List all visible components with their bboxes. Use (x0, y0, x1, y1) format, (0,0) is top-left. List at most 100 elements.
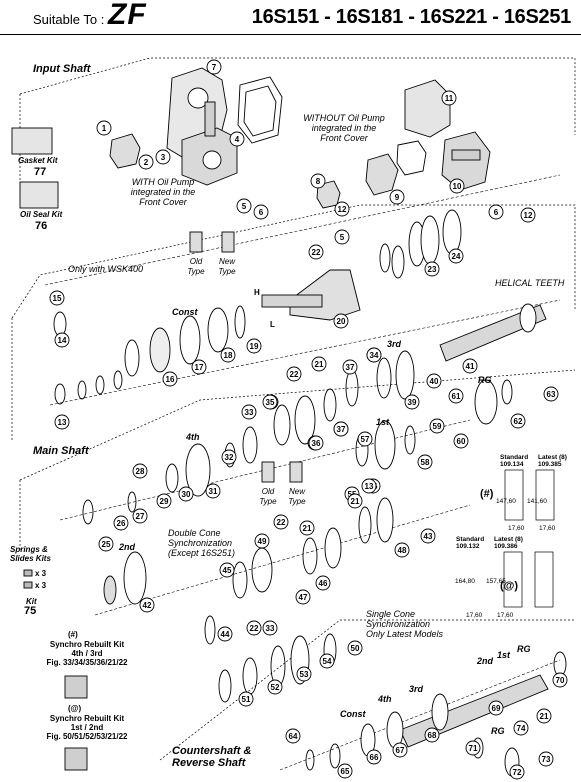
note-line: Front Cover (320, 133, 368, 143)
callout-10: 10 (449, 178, 465, 194)
synchro-34-hash: (#) (68, 630, 78, 639)
svg-text:12: 12 (524, 211, 533, 220)
dim-b-w1: 17,60 (466, 612, 483, 619)
dim-a-std-label: Standard (500, 454, 529, 461)
callout-22: 22 (286, 366, 302, 382)
dimension-sketches (503, 469, 555, 608)
gear-label-rg-3: RG (491, 726, 505, 736)
svg-text:8: 8 (316, 177, 321, 186)
svg-text:23: 23 (428, 265, 437, 274)
svg-text:71: 71 (469, 744, 478, 753)
note-without-oil-pump: WITHOUT Oil Pump integrated in the Front… (298, 113, 390, 143)
svg-text:2: 2 (144, 158, 149, 167)
svg-text:5: 5 (242, 202, 247, 211)
svg-text:54: 54 (323, 657, 332, 666)
section-frames (11, 57, 576, 761)
svg-text:72: 72 (513, 768, 522, 777)
pump-parts (109, 133, 427, 209)
svg-text:65: 65 (341, 767, 350, 776)
note-line: integrated in the (130, 187, 196, 197)
svg-text:22: 22 (312, 248, 321, 257)
svg-text:50: 50 (351, 644, 360, 653)
callout-48: 48 (394, 542, 410, 558)
svg-text:22: 22 (290, 370, 299, 379)
callout-51: 51 (238, 691, 254, 707)
callout-13: 13 (361, 478, 377, 494)
svg-text:70: 70 (556, 676, 565, 685)
svg-text:59: 59 (433, 422, 442, 431)
dim-b-h1: 164,80 (455, 578, 475, 585)
callout-29: 29 (156, 493, 172, 509)
section-input-shaft: Input Shaft (33, 63, 91, 75)
slides-x3: x 3 (35, 581, 47, 590)
callout-16: 16 (162, 371, 178, 387)
dim-a-h1: 147,60 (496, 498, 516, 505)
note-line: Front Cover (139, 197, 187, 207)
oil-seal-kit-label: Oil Seal Kit (20, 210, 63, 219)
dim-b-std-label: Standard (456, 536, 485, 543)
callout-67: 67 (392, 742, 408, 758)
dim-a-latest-label: Latest (8) (538, 454, 567, 461)
note-single-cone: Single Cone Synchronization Only Latest … (366, 609, 443, 639)
note-only-wsk400: Only with WSK400 (68, 264, 144, 274)
synchro-12-at: (@) (68, 704, 82, 713)
main-shaft-body (439, 303, 547, 362)
svg-text:13: 13 (365, 482, 374, 491)
brand-logo: ZF (108, 0, 147, 31)
callout-69: 69 (488, 700, 504, 716)
svg-text:73: 73 (542, 755, 551, 764)
callout-72: 72 (509, 764, 525, 780)
svg-text:46: 46 (319, 579, 328, 588)
svg-text:11: 11 (445, 94, 454, 103)
callout-71: 71 (465, 740, 481, 756)
page-header: Suitable To : ZF 16S151 - 16S181 - 16S22… (0, 0, 581, 34)
svg-text:39: 39 (408, 398, 417, 407)
svg-text:42: 42 (143, 601, 152, 610)
callout-35: 35 (262, 394, 278, 410)
callout-31: 31 (205, 483, 221, 499)
svg-text:67: 67 (396, 746, 405, 755)
springs-x3: x 3 (35, 569, 47, 578)
callout-7: 7 (206, 59, 222, 75)
callout-61: 61 (448, 388, 464, 404)
callout-1: 1 (96, 120, 112, 136)
callout-26: 26 (113, 515, 129, 531)
note-line: Double Cone (168, 528, 221, 538)
synchro-kit-12: Synchro Rebuilt Kit 1st / 2nd Fig. 50/51… (16, 714, 158, 741)
kit-line: Synchro Rebuilt Kit (49, 714, 125, 723)
svg-text:22: 22 (277, 518, 286, 527)
callout-14: 14 (54, 332, 70, 348)
callout-21: 21 (311, 356, 327, 372)
svg-text:19: 19 (250, 342, 259, 351)
callout-6: 6 (253, 204, 269, 220)
callout-6: 6 (488, 204, 504, 220)
callout-59: 59 (429, 418, 445, 434)
kit-number-75: 75 (24, 605, 37, 617)
parts-drawing (11, 67, 567, 777)
gasket-plate (237, 76, 283, 144)
main-shaft-gears (82, 350, 513, 605)
callout-30: 30 (178, 486, 194, 502)
callout-37: 37 (342, 359, 358, 375)
callout-12: 12 (520, 207, 536, 223)
callout-49: 49 (254, 533, 270, 549)
dim-b-latest: 109.386 (494, 543, 518, 550)
svg-text:12: 12 (338, 205, 347, 214)
callout-18: 18 (220, 347, 236, 363)
svg-text:57: 57 (361, 435, 370, 444)
svg-text:69: 69 (492, 704, 501, 713)
callout-60: 60 (453, 433, 469, 449)
svg-text:1: 1 (102, 124, 107, 133)
svg-text:43: 43 (424, 532, 433, 541)
note-line: Only Latest Models (366, 629, 444, 639)
callout-70: 70 (552, 672, 568, 688)
gear-label-4th-1: 4th (186, 432, 200, 442)
kit-line: Springs & (10, 545, 48, 554)
svg-text:22: 22 (250, 624, 259, 633)
callout-8: 8 (310, 173, 326, 189)
section-countershaft: Countershaft & Reverse Shaft (172, 745, 251, 769)
svg-text:31: 31 (209, 487, 218, 496)
callout-54: 54 (319, 653, 335, 669)
svg-text:34: 34 (370, 351, 379, 360)
